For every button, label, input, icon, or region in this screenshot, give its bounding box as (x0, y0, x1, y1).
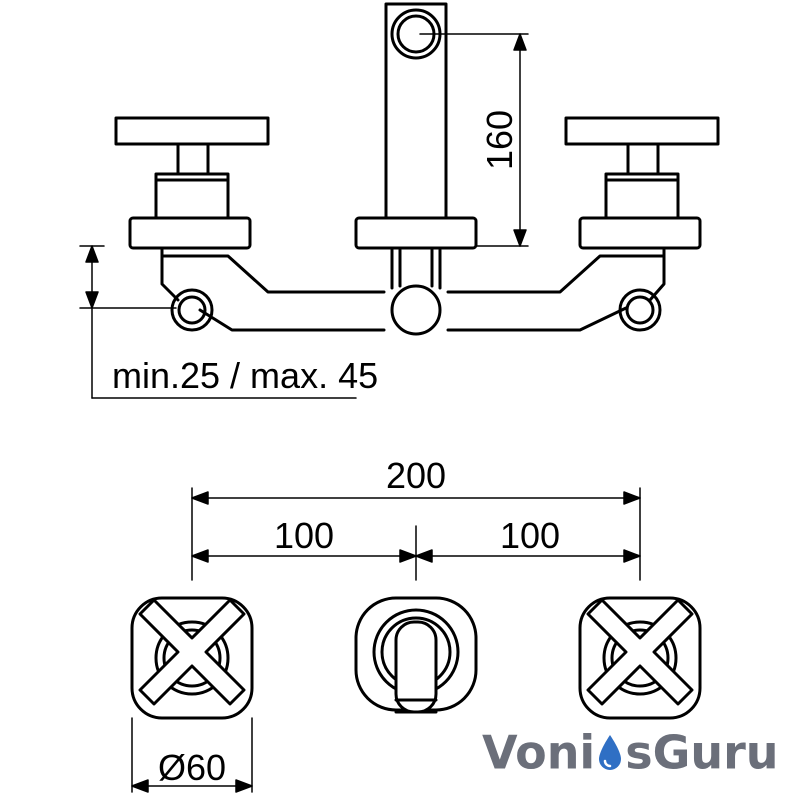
dim-left-spacing-label: 100 (274, 515, 334, 556)
dim-160-lines (419, 33, 529, 247)
body-front (160, 248, 666, 336)
spout-front (354, 2, 478, 250)
dim-top-lines (191, 487, 641, 581)
left-handle-top (130, 596, 254, 720)
water-drop-icon (599, 734, 622, 770)
dim-wall-label: min.25 / max. 45 (112, 355, 378, 396)
dim-total-width-label: 200 (386, 455, 446, 496)
dim-diameter-label: Ø60 (158, 747, 226, 788)
watermark-logo: Voni sGuru (482, 722, 779, 780)
dim-160-label: 160 (479, 110, 520, 170)
dim-right-spacing-label: 100 (500, 515, 560, 556)
watermark-text-s: s (625, 725, 653, 780)
spout-top (354, 596, 478, 714)
watermark-text-voni: Voni (482, 725, 596, 780)
dim-diameter-lines (131, 717, 253, 793)
right-handle-top (578, 596, 702, 720)
front-view (114, 2, 720, 336)
dim-wall-lines (79, 245, 357, 399)
right-handle-front (564, 116, 720, 250)
left-handle-front (114, 116, 270, 250)
watermark-text-guru: Guru (652, 725, 779, 780)
